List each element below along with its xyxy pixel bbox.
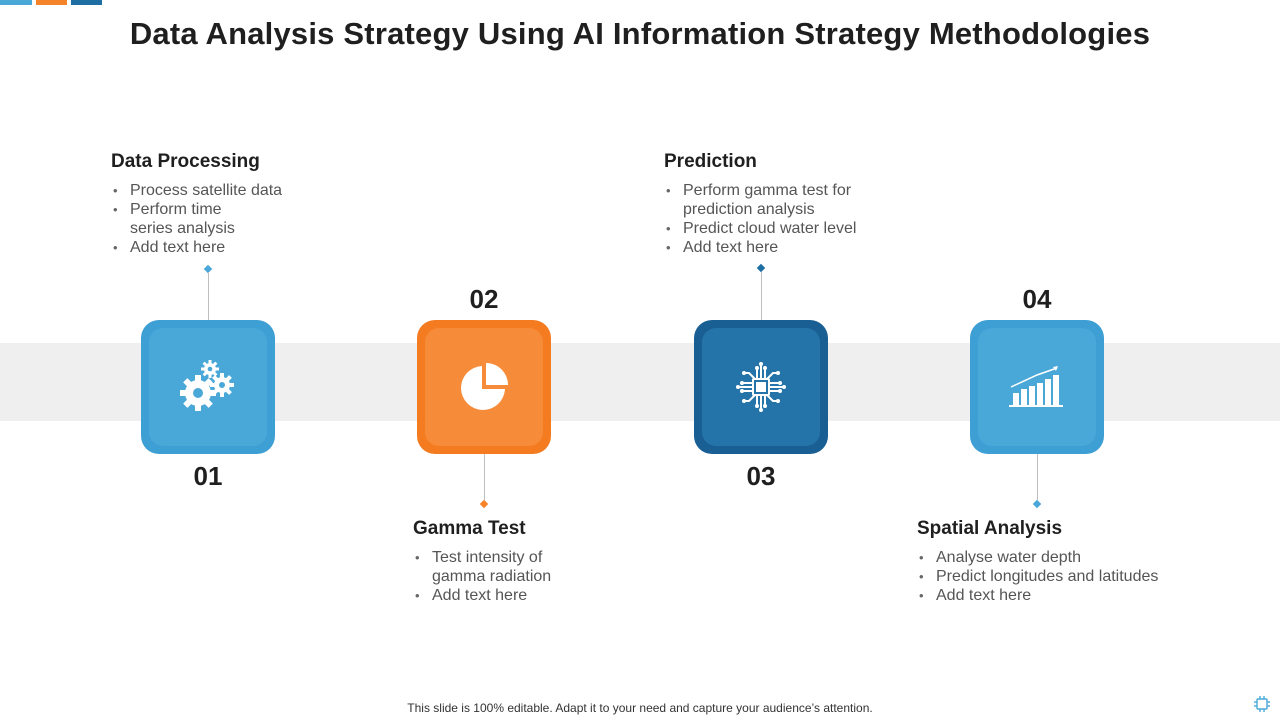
- step-2-connector: [484, 454, 485, 500]
- step-4-connector: [1037, 454, 1038, 500]
- accent-bar-orange: [36, 0, 67, 5]
- gears-icon: [180, 360, 234, 411]
- step-4-number: 04: [1022, 284, 1052, 314]
- step-4-bullet: Predict longitudes and latitudes: [917, 567, 1217, 586]
- step-4-heading: Spatial Analysis: [917, 518, 1063, 539]
- step-3-connector: [761, 272, 762, 320]
- step-1-bullet: Add text here: [111, 238, 311, 257]
- step-4-marker: [1032, 499, 1042, 509]
- footer-note: This slide is 100% editable. Adapt it to…: [407, 701, 873, 715]
- accent-bar-light-blue: [0, 0, 32, 5]
- step-1-tile: [141, 320, 275, 454]
- step-2-bullet: Test intensity of gamma radiation: [413, 548, 557, 586]
- step-3-bullet: Add text here: [664, 238, 894, 257]
- step-1-heading: Data Processing: [111, 151, 260, 172]
- step-2-marker: [479, 499, 489, 509]
- accent-bar-dark-blue: [71, 0, 102, 5]
- chip-icon: [1254, 696, 1270, 712]
- step-3-marker: [756, 263, 766, 273]
- step-3-heading: Prediction: [664, 151, 757, 172]
- step-2-tile: [417, 320, 551, 454]
- step-3-bullet: Predict cloud water level: [664, 219, 894, 238]
- step-3-text: Prediction Perform gamma test for predic…: [664, 151, 894, 257]
- step-2-heading: Gamma Test: [413, 518, 526, 539]
- step-2-bullet: Add text here: [413, 586, 613, 605]
- ai-chip-icon: [736, 362, 786, 412]
- growth-chart-icon: [1009, 366, 1063, 407]
- step-4-tile: [970, 320, 1104, 454]
- step-4-text: Spatial Analysis Analyse water depth Pre…: [917, 518, 1217, 605]
- step-3-tile: [694, 320, 828, 454]
- slide-title: Data Analysis Strategy Using AI Informat…: [129, 16, 1151, 51]
- step-2-text: Gamma Test Test intensity of gamma radia…: [413, 518, 613, 605]
- step-4-bullet: Add text here: [917, 586, 1217, 605]
- step-3-bullet: Perform gamma test for prediction analys…: [664, 181, 858, 219]
- step-1-connector: [208, 272, 209, 320]
- step-1-number: 01: [193, 461, 223, 491]
- step-1-bullet: Process satellite data: [111, 181, 311, 200]
- step-2-number: 02: [469, 284, 499, 314]
- step-1-text: Data Processing Process satellite data P…: [111, 151, 311, 257]
- step-3-number: 03: [746, 461, 776, 491]
- step-1-bullet: Perform time series analysis: [111, 200, 240, 238]
- pie-chart-icon: [461, 363, 508, 410]
- step-4-bullet: Analyse water depth: [917, 548, 1217, 567]
